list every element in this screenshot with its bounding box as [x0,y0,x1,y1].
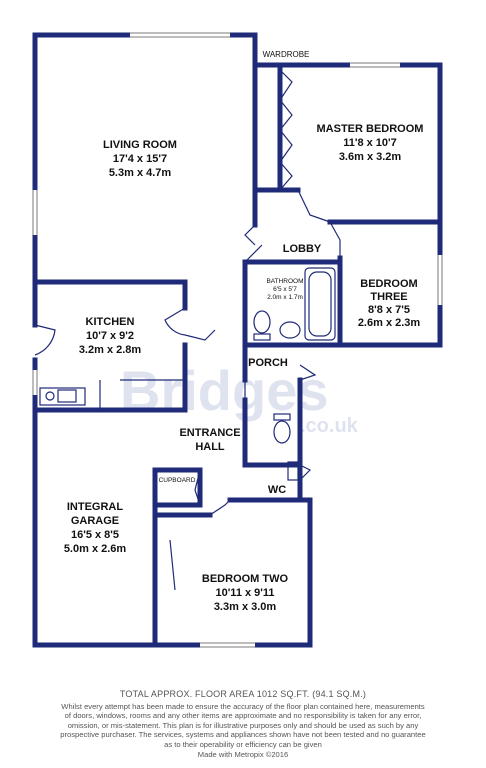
bedroom-two-label: BEDROOM TWO 10'11 x 9'11 3.3m x 3.0m [202,573,289,613]
watermark-brand: Bridges [120,359,329,422]
made-with-credit: Made with Metropix ©2016 [197,749,289,759]
living-room-label: LIVING ROOM 17'4 x 15'7 5.3m x 4.7m [103,139,177,179]
bathroom-metric: 2.0m x 1.7m [267,294,303,301]
entrance-hall-name-2: HALL [195,441,225,453]
garage-metric: 5.0m x 2.6m [64,543,127,555]
watermark-domain: .co.uk [300,415,359,437]
kitchen-name: KITCHEN [86,316,135,328]
disclaimer-line: Whilst every attempt has been made to en… [61,701,425,711]
entrance-hall-label: ENTRANCE HALL [179,427,240,453]
windows [32,32,443,648]
disclaimer-line: as to their operability or efficiency ca… [164,739,322,749]
kitchen-label: KITCHEN 10'7 x 9'2 3.2m x 2.8m [79,316,142,356]
lobby-label: LOBBY [283,243,322,255]
bedroom-three-name-1: BEDROOM [360,278,417,290]
door-swings [34,69,341,591]
living-room-metric: 5.3m x 4.7m [109,167,172,179]
disclaimer-line: prospective purchaser. The services, sys… [60,730,426,740]
cupboard-label: CUPBOARD [159,477,196,484]
master-bedroom-metric: 3.6m x 3.2m [339,151,402,163]
kitchen-metric: 3.2m x 2.8m [79,344,142,356]
total-floor-area: TOTAL APPROX. FLOOR AREA 1012 SQ.FT. (94… [119,689,367,699]
bathroom-label: BATHROOM 6'5 x 5'7 2.0m x 1.7m [266,278,303,301]
bathroom-imperial: 6'5 x 5'7 [273,286,297,293]
bedroom-three-metric: 2.6m x 2.3m [358,317,421,329]
kitchen-imperial: 10'7 x 9'2 [86,330,134,342]
master-bedroom-label: MASTER BEDROOM 11'8 x 10'7 3.6m x 3.2m [317,123,424,163]
bedroom-two-imperial: 10'11 x 9'11 [215,587,274,599]
watermark: Bridges .co.uk [120,359,359,437]
master-bedroom-name: MASTER BEDROOM [317,123,424,135]
fixtures [39,267,336,481]
entrance-hall-name-1: ENTRANCE [179,427,240,439]
master-bedroom-imperial: 11'8 x 10'7 [343,137,397,149]
floor-plan: Bridges .co.uk [32,32,443,648]
bedroom-three-name-2: THREE [370,291,407,303]
garage-name-1: INTEGRAL [67,501,124,513]
living-room-name: LIVING ROOM [103,139,177,151]
garage-imperial: 16'5 x 8'5 [71,529,119,541]
bedroom-two-name: BEDROOM TWO [202,573,289,585]
footer: TOTAL APPROX. FLOOR AREA 1012 SQ.FT. (94… [0,689,486,759]
bedroom-three-label: BEDROOM THREE 8'8 x 7'5 2.6m x 2.3m [358,278,421,329]
porch-label: PORCH [248,357,288,369]
garage-name-2: GARAGE [71,515,119,527]
bedroom-two-metric: 3.3m x 3.0m [214,601,277,613]
garage-label: INTEGRAL GARAGE 16'5 x 8'5 5.0m x 2.6m [64,501,127,555]
walls [32,32,443,648]
living-room-imperial: 17'4 x 15'7 [113,153,167,165]
disclaimer-line: omission, or mis-statement. This plan is… [67,720,419,730]
wc-label: WC [268,484,286,496]
wardrobe-label: WARDROBE [263,50,310,59]
disclaimer-line: of doors, windows, rooms and any other i… [64,711,422,721]
bathroom-name: BATHROOM [266,278,303,285]
room-labels: LIVING ROOM 17'4 x 15'7 5.3m x 4.7m WARD… [64,50,424,613]
bedroom-three-imperial: 8'8 x 7'5 [368,304,410,316]
